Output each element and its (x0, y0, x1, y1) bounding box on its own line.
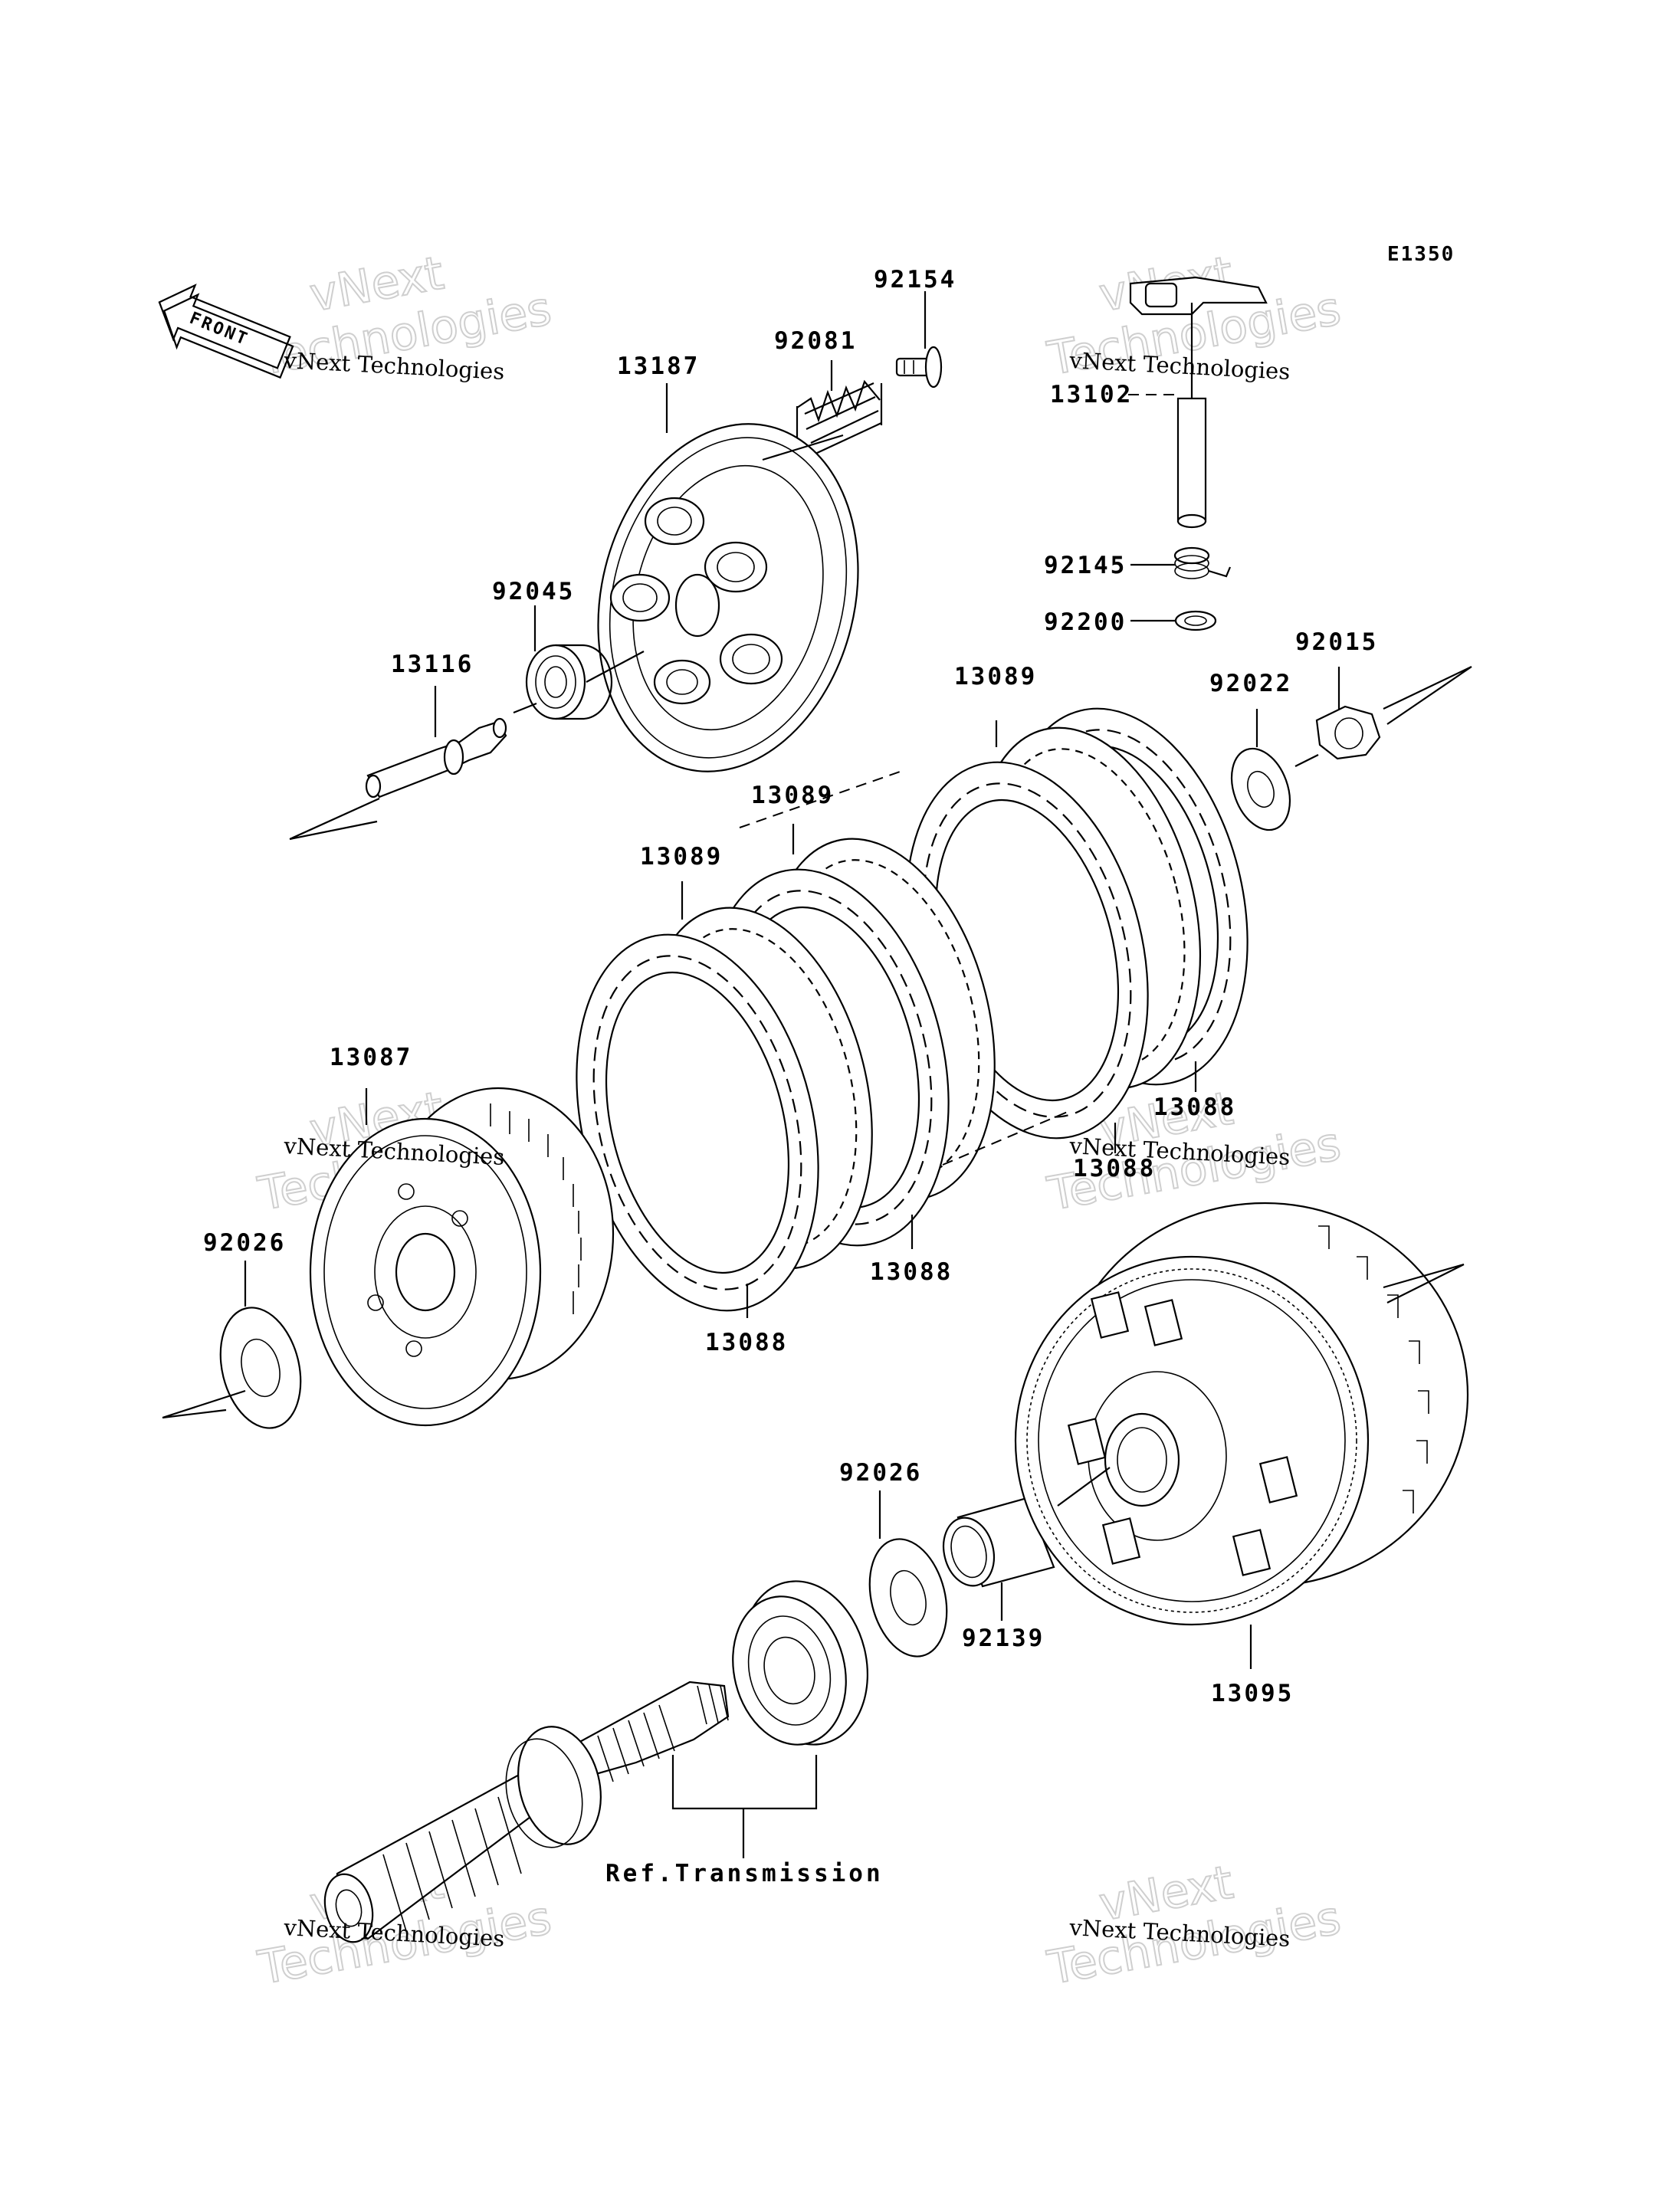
bolt-92154[interactable] (895, 346, 943, 389)
part-number-13087[interactable]: 13087 (330, 1044, 412, 1071)
part-number-13088[interactable]: 13088 (1153, 1094, 1236, 1121)
part-number-13095[interactable]: 13095 (1211, 1680, 1294, 1707)
part-number-92045[interactable]: 92045 (492, 578, 575, 605)
watermark-text: vNext Technologies (1068, 347, 1291, 385)
spring-92145[interactable] (1173, 546, 1232, 579)
part-number-92026[interactable]: 92026 (203, 1229, 286, 1257)
part-number-92200[interactable]: 92200 (1044, 608, 1127, 636)
part-number-92145[interactable]: 92145 (1044, 552, 1127, 579)
nut-92015[interactable] (1315, 705, 1381, 760)
washer-92026[interactable] (208, 1299, 313, 1436)
watermark-text: vNext Technologies (283, 347, 505, 385)
reference-transmission-label[interactable]: Ref.Transmission (605, 1860, 884, 1887)
part-number-92139[interactable]: 92139 (962, 1625, 1045, 1652)
release-shaft-13102[interactable] (1129, 276, 1268, 529)
part-number-13088[interactable]: 13088 (870, 1258, 953, 1286)
transmission-input-shaft[interactable] (318, 1681, 730, 1947)
part-number-13102[interactable]: 13102 (1050, 381, 1133, 408)
washer-92022[interactable] (1221, 740, 1300, 838)
friction-plate[interactable] (540, 909, 855, 1336)
clutch-plate-stack (540, 707, 1249, 1336)
part-number-13088[interactable]: 13088 (1073, 1155, 1156, 1182)
part-number-92154[interactable]: 92154 (874, 266, 956, 293)
bearing-92045[interactable] (525, 644, 613, 720)
part-number-92081[interactable]: 92081 (774, 327, 857, 355)
part-number-92022[interactable]: 92022 (1209, 670, 1292, 697)
push-rod-13116[interactable] (365, 717, 507, 798)
part-number-13187[interactable]: 13187 (617, 353, 700, 380)
sleeve-92139[interactable] (937, 1497, 1055, 1591)
part-number-13089[interactable]: 13089 (751, 782, 834, 809)
part-number-13089[interactable]: 13089 (640, 843, 723, 871)
spring-92081[interactable] (796, 379, 883, 454)
washer-92026-second[interactable] (858, 1531, 959, 1665)
clutch-hub-13087[interactable] (309, 1087, 615, 1427)
part-number-13088[interactable]: 13088 (705, 1329, 788, 1356)
part-number-92015[interactable]: 92015 (1295, 628, 1378, 656)
washer-92200[interactable] (1174, 610, 1217, 631)
part-number-13116[interactable]: 13116 (391, 651, 474, 678)
part-number-13089[interactable]: 13089 (954, 663, 1037, 690)
part-number-92026[interactable]: 92026 (839, 1459, 922, 1487)
pressure-plate-13187[interactable] (563, 396, 893, 799)
ball-bearing-transmission[interactable] (717, 1568, 884, 1758)
clutch-housing-13095[interactable] (1014, 1202, 1469, 1626)
diagram-code: E1350 (1387, 243, 1455, 266)
